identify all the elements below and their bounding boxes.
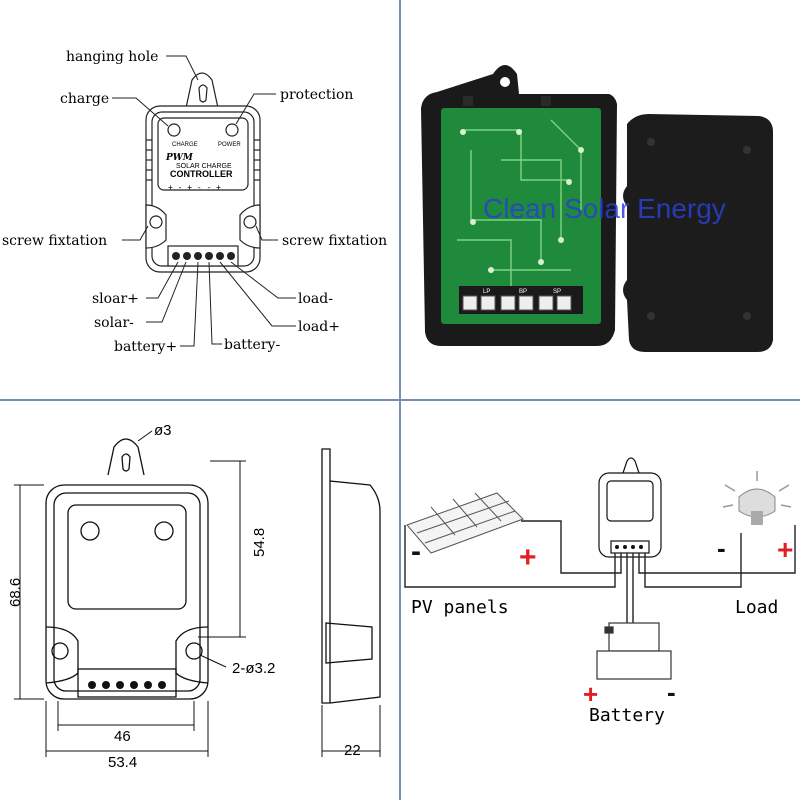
- dim-height-inner: 54.8: [251, 528, 268, 557]
- dim-hanging-hole: [121, 453, 131, 472]
- labeled-diagram-svg: CHARGE POWER PWM SOLAR CHARGE CONTROLLER…: [2, 49, 387, 355]
- dim-terminal-block: [77, 668, 177, 698]
- panel-divider-horizontal: [0, 399, 800, 401]
- terminal-5: [216, 252, 224, 260]
- led-power: [225, 123, 239, 137]
- dim-body-outer: [45, 484, 209, 700]
- terminal-2: [183, 252, 191, 260]
- wiring-diagram: - + - + + - PV panels Load Battery: [404, 457, 796, 726]
- controller-body: [145, 105, 261, 273]
- hanging-hole-shape: [198, 84, 208, 103]
- load-plus-sign: +: [777, 534, 793, 565]
- case-hanging-hole: [500, 77, 510, 87]
- battery-label: Battery: [589, 705, 665, 726]
- label-charge: charge: [60, 91, 109, 107]
- terminal-mark-bp: BP: [519, 289, 527, 295]
- dim-hole: ø3: [154, 422, 172, 439]
- terminal-block: [167, 245, 239, 267]
- screw-hole-right: [243, 215, 257, 229]
- label-battery-plus: battery+: [114, 339, 177, 355]
- terminal-6: [227, 252, 235, 260]
- brand-line2: CONTROLLER: [170, 169, 233, 179]
- battery-plus-sign: +: [583, 679, 598, 709]
- dim-screw-holes: 2-ø3.2: [232, 660, 275, 677]
- led-charge-label: CHARGE: [172, 142, 198, 148]
- pwm-label: PWM: [165, 153, 194, 163]
- terminal-mark-lp: LP: [483, 289, 490, 295]
- terminal-mark-sp: SP: [553, 289, 561, 295]
- terminal-1: [172, 252, 180, 260]
- label-load-plus: load+: [298, 319, 340, 335]
- label-screw-left: screw fixtation: [2, 233, 107, 249]
- product-photo: LP BP SP Clean Solar Energy: [421, 65, 773, 352]
- wiring-panel: - + - + + - PV panels Load Battery: [401, 401, 800, 800]
- dim-depth: 22: [344, 742, 361, 759]
- labeled-diagram-panel: CHARGE POWER PWM SOLAR CHARGE CONTROLLER…: [0, 0, 399, 399]
- led-power-label: POWER: [218, 142, 241, 148]
- label-hanging-hole: hanging hole: [66, 49, 158, 65]
- dim-hanging-tab: [107, 438, 145, 476]
- brand-line1: SOLAR CHARGE: [176, 163, 232, 170]
- dim-width-inner: 46: [114, 728, 131, 745]
- battery-minus-sign: -: [667, 677, 676, 707]
- pv-plus-sign: +: [519, 541, 537, 574]
- screw-ear-right: [239, 204, 261, 249]
- photo-panel: LP BP SP Clean Solar Energy: [401, 0, 800, 399]
- dim-side-view: [321, 448, 381, 704]
- label-solar-minus: solar-: [94, 315, 134, 331]
- dimension-panel: ø3 68.6 54.8 2-ø3.2 46 53.4 22: [0, 401, 399, 800]
- case-lid: [623, 114, 773, 352]
- label-protection: protection: [280, 87, 353, 103]
- dimension-drawing: ø3 68.6 54.8 2-ø3.2 46 53.4 22: [7, 422, 381, 771]
- pv-panels-label: PV panels: [411, 597, 509, 618]
- terminal-4: [205, 252, 213, 260]
- label-screw-right: screw fixtation: [282, 233, 387, 249]
- label-load-minus: load-: [298, 291, 333, 307]
- screw-ear-left: [145, 204, 167, 249]
- pv-minus-sign: -: [411, 535, 421, 568]
- dim-body-inner: [53, 492, 201, 692]
- load-label: Load: [735, 597, 778, 618]
- label-sloar-plus: sloar+: [92, 291, 139, 307]
- led-charge: [167, 123, 181, 137]
- wiring-controller: [598, 457, 662, 558]
- pv-panel-icon: [406, 492, 524, 554]
- label-battery-minus: battery-: [224, 337, 280, 353]
- dim-face: [67, 504, 187, 610]
- watermark: Clean Solar Energy: [483, 193, 726, 224]
- battery-icon: [596, 622, 672, 680]
- screw-hole-left: [149, 215, 163, 229]
- load-minus-sign: -: [717, 533, 726, 563]
- terminal-signs: + - + - - +: [168, 183, 221, 192]
- terminal-3: [194, 252, 202, 260]
- dim-width-total: 53.4: [108, 754, 137, 771]
- lamp-icon: [722, 471, 792, 525]
- dim-height-total: 68.6: [7, 578, 24, 607]
- controller-face: [157, 117, 249, 191]
